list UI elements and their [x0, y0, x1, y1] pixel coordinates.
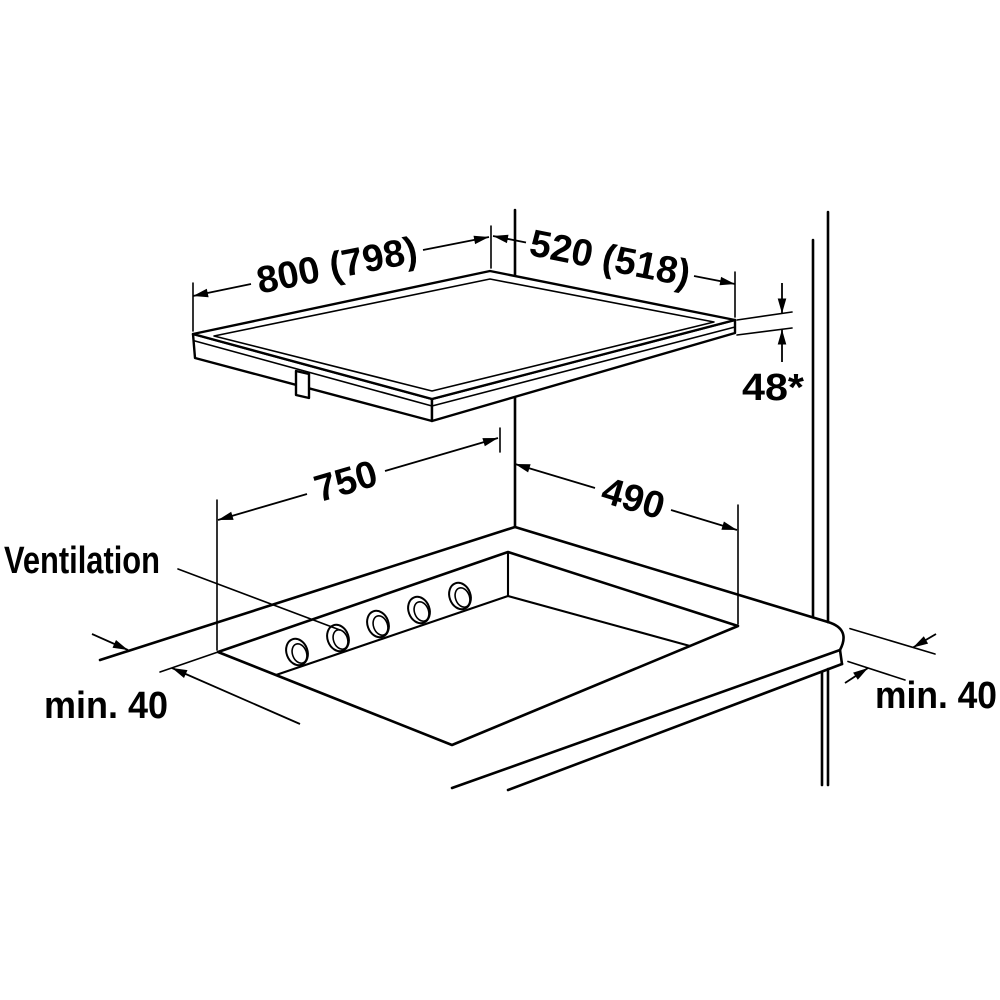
hole-inner	[291, 643, 308, 664]
hole-inner	[372, 615, 389, 636]
ventilation-label: Ventilation	[4, 540, 160, 582]
hole-inner	[413, 601, 430, 622]
ventilation-hole	[448, 581, 472, 611]
dimension-cutout-depth: 490	[514, 463, 739, 625]
dimension-label-cutout-depth: 490	[597, 470, 670, 528]
ventilation-hole	[407, 595, 431, 625]
worktop-wall-edge	[513, 525, 830, 624]
hob-glass-edge-left	[194, 340, 433, 407]
hob	[191, 269, 737, 423]
ventilation-hole	[326, 623, 350, 653]
dimension-arrow-cutout-width-right-head	[482, 438, 498, 447]
dimension-arrow-hob-height-top-head	[777, 298, 787, 314]
extension-line-cutout-edge	[159, 651, 219, 673]
dimension-arrow-hob-height-bottom-head	[777, 329, 787, 345]
hole-inner	[332, 629, 349, 650]
dimension-hob-height: 48*	[736, 283, 804, 409]
cutout-inner-wall-bottom-right	[506, 594, 692, 648]
dimension-label-clearance-left: min. 40	[44, 685, 168, 727]
worktop-front-face-end	[838, 648, 844, 666]
dimension-label-cutout-width: 750	[310, 453, 383, 511]
hob-mounting-clip	[294, 369, 311, 400]
dimension-cutout-width: 750	[216, 427, 501, 651]
dimension-arrow-clearance-left-outer-head	[112, 640, 128, 650]
dimension-arrow-clearance-right-inner-head	[853, 668, 868, 680]
hole-inner	[454, 587, 471, 608]
dimension-arrow-hob-width-right-head	[473, 235, 489, 245]
dimension-clearance-right: min. 40	[844, 627, 997, 717]
worktop-and-walls	[98, 208, 845, 792]
extension-line-wall-edge	[849, 627, 936, 655]
worktop-left-edge	[98, 525, 517, 662]
dimension-clearance-left: min. 40	[44, 633, 301, 727]
dimension-arrow-cutout-width-left	[217, 493, 308, 521]
ventilation-leader-line	[177, 568, 341, 631]
dimension-arrow-clearance-left-inner-head	[172, 668, 188, 678]
dimension-label-hob-height: 48*	[742, 367, 804, 409]
dimension-arrow-hob-width-left-head	[193, 288, 209, 298]
worktop-front-edge	[450, 648, 842, 790]
dimension-arrow-hob-depth-left-head	[493, 234, 509, 244]
hob-glass-rim	[213, 278, 715, 392]
extension-line-hob-bottom	[736, 327, 793, 336]
dimension-arrow-cutout-width-right	[384, 437, 499, 472]
worktop-rounded-corner	[826, 620, 845, 652]
ventilation-callout: Ventilation	[4, 540, 341, 631]
dimension-arrow-cutout-depth-right-head	[721, 521, 737, 530]
dimension-arrow-cutout-width-left-head	[218, 511, 234, 520]
dimension-arrow-clearance-right-outer-head	[913, 636, 929, 648]
ventilation-holes	[285, 581, 472, 667]
hob-top-surface	[191, 269, 737, 401]
hob-glass-edge-right	[431, 326, 736, 407]
dimension-label-clearance-right: min. 40	[875, 675, 997, 717]
worktop-front-bottom-edge	[506, 662, 844, 792]
cutout-inner-wall-bottom-left	[274, 594, 510, 677]
dimension-arrow-hob-depth-right-head	[719, 276, 735, 286]
ventilation-hole	[285, 637, 309, 667]
worktop-cutout-outline	[216, 550, 740, 747]
dimension-arrow-clearance-left-inner	[171, 667, 301, 725]
extension-line-cutout-back-edge	[847, 660, 906, 681]
dimension-arrow-cutout-depth-left-head	[515, 464, 531, 473]
extension-line-hob-top	[736, 311, 793, 321]
ventilation-hole	[366, 609, 390, 639]
